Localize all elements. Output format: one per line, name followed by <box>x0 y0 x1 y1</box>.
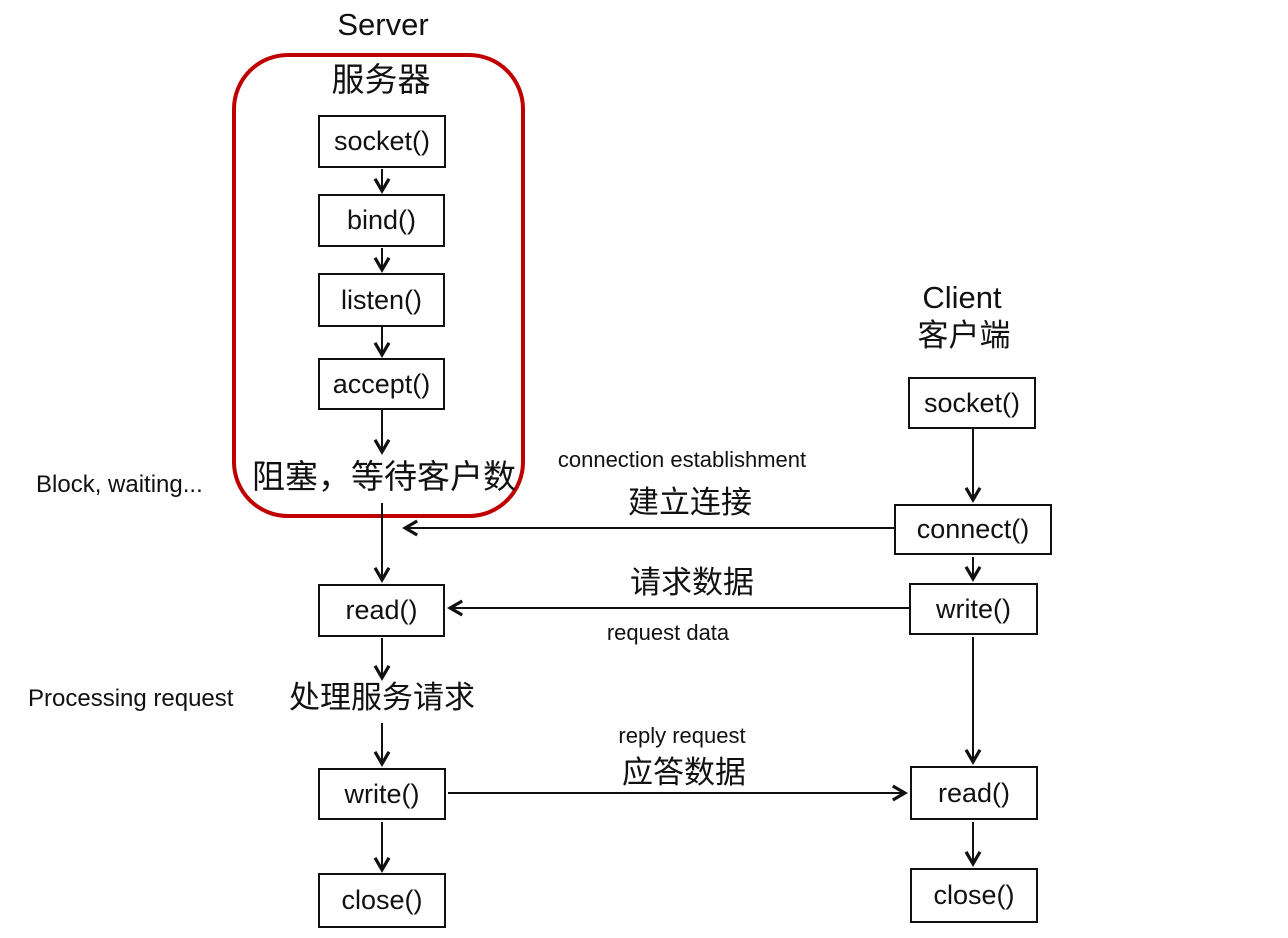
server-read-box: read() <box>318 584 445 637</box>
processing-note-cn: 处理服务请求 <box>289 680 475 715</box>
client-read-box: read() <box>910 766 1038 820</box>
block-note-cn: 阻塞，等待客户数 <box>252 458 516 495</box>
msg-request-data-cn: 请求数据 <box>630 565 754 600</box>
msg-reply-request-cn: 应答数据 <box>622 755 746 790</box>
client-close-box: close() <box>910 868 1038 923</box>
server-listen-box: listen() <box>318 273 445 327</box>
client-title: Client <box>922 280 1002 315</box>
client-socket-box: socket() <box>908 377 1036 429</box>
msg-request-data-en: request data <box>606 620 730 645</box>
server-subtitle: 服务器 <box>331 61 431 98</box>
server-title: Server <box>337 7 429 42</box>
block-note-en: Block, waiting... <box>36 471 203 498</box>
client-connect-box: connect() <box>894 504 1052 555</box>
server-close-box: close() <box>318 873 446 928</box>
server-bind-box: bind() <box>318 194 445 247</box>
server-socket-box: socket() <box>318 115 446 168</box>
server-write-box: write() <box>318 768 446 820</box>
server-blocking-frame <box>232 53 525 518</box>
msg-connection-establishment-en: connection establishment <box>557 447 807 472</box>
client-subtitle: 客户端 <box>917 318 1011 353</box>
msg-reply-request-en: reply request <box>618 723 746 748</box>
msg-connection-establishment-cn: 建立连接 <box>628 485 752 520</box>
server-accept-box: accept() <box>318 358 445 410</box>
processing-note-en: Processing request <box>28 685 234 712</box>
client-write-box: write() <box>909 583 1038 635</box>
